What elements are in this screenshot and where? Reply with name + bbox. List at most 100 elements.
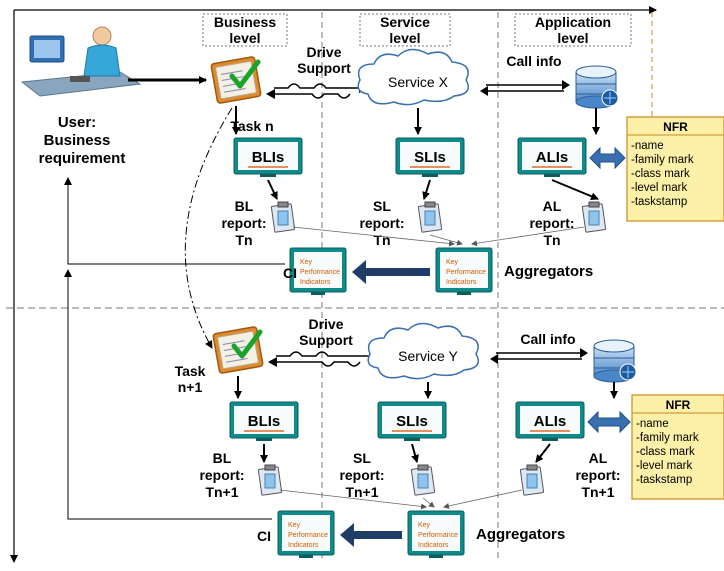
top-al-to-agg-line [471, 226, 585, 247]
bottom-ci-kpi-kpi-text-1: Performance [288, 532, 328, 539]
user-label-1: User: [58, 114, 96, 131]
bottom-nfr-box-item-1: -family mark [636, 432, 699, 444]
top-aggregator-kpi-kpi-text-1: Performance [446, 269, 486, 276]
bottom-task-label-1: n+1 [178, 379, 203, 395]
service-level-header-2: level [389, 30, 420, 46]
bottom-agg-to-ci-arrow [340, 523, 402, 547]
bottom-al-report-text-0: AL [589, 450, 608, 466]
bottom-aggregators-label: Aggregators [476, 526, 565, 543]
bottom-nfr-box: NFR -name -family mark -class mark -level ma… [631, 394, 724, 500]
top-nfr-box-title: NFR [663, 120, 688, 134]
top-al-report-text-0: AL [543, 198, 562, 214]
bottom-slis-screen-label: SLIs [396, 413, 428, 430]
top-bl-report-icon [270, 201, 296, 233]
bottom-drive-support-arrow [268, 351, 378, 367]
application-level-header: Application [535, 14, 611, 30]
bottom-sl-report-text-0: SL [353, 450, 371, 466]
user-label-3: requirement [39, 150, 126, 167]
top-aggregator-kpi-kpi-text-0: Key [446, 259, 459, 266]
top-alis-nfr-arrow [589, 146, 626, 170]
top-ci-kpi-kpi-text-0: Key [300, 259, 313, 266]
top-sl-to-agg-line [429, 234, 463, 246]
top-sl-report-icon [417, 201, 443, 233]
bottom-call-info-label: Call info [520, 331, 575, 347]
bottom-aggregator-kpi-kpi-text-1: Performance [418, 532, 458, 539]
top-database-icon [575, 65, 619, 109]
application-level-header-2: level [557, 30, 588, 46]
bottom-bl-report-icon [257, 464, 283, 496]
top-sl-report-text-0: SL [373, 198, 391, 214]
top-nfr-box-item-3: -level mark [631, 182, 687, 194]
bottom-nfr-box-title: NFR [666, 398, 691, 412]
bottom-bl-report-text-2: Tn+1 [205, 484, 238, 500]
top-call-info-label: Call info [506, 53, 561, 69]
bottom-nfr-box-item-0: -name [636, 418, 669, 430]
top-sl-report-text-1: report: [359, 215, 404, 231]
top-aggregator-kpi-kpi-text-2: Indicators [446, 279, 477, 286]
bottom-nfr-box-item-3: -level mark [636, 460, 692, 472]
bottom-ci-kpi-kpi-text-0: Key [288, 522, 301, 529]
top-al-report-icon [581, 201, 607, 233]
top-call-info-arrow [480, 80, 570, 96]
top-support-label: Support [297, 60, 351, 76]
feedback-lines [64, 177, 285, 520]
top-nfr-box: NFR -name -family mark -class mark -level ma… [626, 116, 724, 222]
top-ci-label: CI [283, 265, 297, 281]
top-task-label-0: Task n [230, 118, 273, 134]
bottom-support-label: Support [299, 332, 353, 348]
column-headers: Business level Service level Application… [202, 13, 632, 47]
bottom-aggregator-kpi-kpi-text-2: Indicators [418, 542, 449, 549]
bottom-alis-to-report-arrow [535, 443, 551, 463]
top-service-cloud: Service X [357, 48, 469, 106]
user-label-2: Business [44, 132, 111, 149]
top-drive-support-arrow [266, 83, 368, 99]
top-alis-to-report-arrow [551, 179, 599, 201]
bottom-service-cloud: Service Y [367, 322, 479, 380]
bottom-bl-report-text-1: report: [199, 467, 244, 483]
bottom-alis-screen-label: ALIs [534, 413, 567, 430]
bottom-nfr-box-item-4: -taskstamp [636, 474, 692, 486]
top-alis-screen: ALIs [517, 137, 587, 177]
top-nfr-box-item-0: -name [631, 140, 664, 152]
bottom-alis-screen: ALIs [515, 401, 585, 441]
bottom-bl-to-agg-line [279, 489, 427, 510]
top-drive-label: Drive [306, 44, 341, 60]
top-ci-kpi-kpi-text-2: Indicators [300, 279, 331, 286]
top-bl-report-text-1: report: [221, 215, 266, 231]
bottom-ci-kpi-kpi-text-2: Indicators [288, 542, 319, 549]
top-nfr-box-item-1: -family mark [631, 154, 694, 166]
bottom-al-report-icon [519, 464, 545, 496]
service-level-header: Service [380, 14, 430, 30]
top-ci-kpi-kpi-text-1: Performance [300, 269, 340, 276]
bottom-al-to-agg-line [443, 489, 523, 509]
top-sl-report-text-2: Tn [373, 232, 390, 248]
bottom-alis-nfr-arrow [587, 410, 631, 434]
bottom-slis-to-report-arrow [411, 443, 419, 463]
bottom-drive-label: Drive [308, 316, 343, 332]
bottom-al-report-text-1: report: [575, 467, 620, 483]
bottom-blis-screen-label: BLIs [248, 413, 281, 430]
bottom-nfr-box-item-2: -class mark [636, 446, 695, 458]
business-level-header-2: level [229, 30, 260, 46]
top-blis-to-report-arrow [267, 179, 278, 200]
bottom-call-info-arrow [490, 348, 588, 364]
bottom-slis-screen: SLIs [377, 401, 447, 441]
top-al-report-text-2: Tn [543, 232, 560, 248]
bottom-aggregator-kpi-kpi-text-0: Key [418, 522, 431, 529]
bottom-bl-report-text-0: BL [213, 450, 232, 466]
top-agg-to-ci-arrow [352, 260, 430, 284]
bottom-service-cloud-label: Service Y [398, 348, 458, 364]
bottom-task-label-0: Task [175, 363, 206, 379]
top-task-clipboard-icon [210, 56, 262, 104]
top-nfr-box-item-2: -class mark [631, 168, 690, 180]
bottom-sl-report-text-1: report: [339, 467, 384, 483]
top-al-report-text-1: report: [529, 215, 574, 231]
next-task-curve [184, 107, 233, 349]
top-blis-screen-label: BLIs [252, 149, 285, 166]
